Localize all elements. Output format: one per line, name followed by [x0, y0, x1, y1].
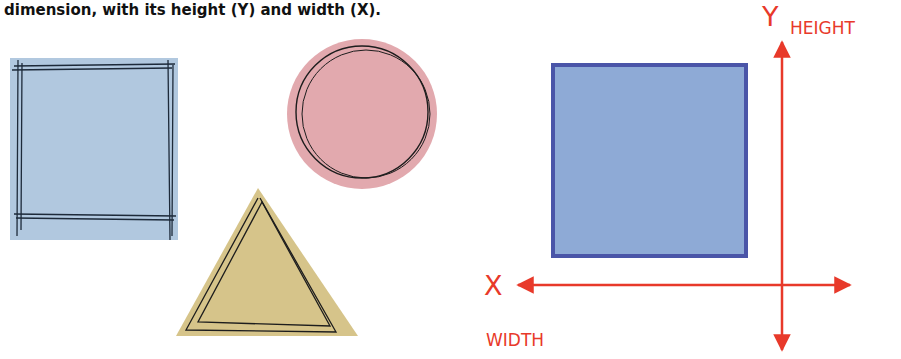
sketch-square — [10, 58, 178, 240]
y-axis — [781, 42, 784, 350]
sketch-triangle — [176, 188, 358, 336]
intro-text: dimension, with its height (Y) and width… — [4, 3, 381, 18]
sketch-circle — [287, 39, 437, 189]
axis-letter: X — [484, 272, 503, 299]
axis-name: HEIGHT — [790, 20, 855, 37]
axis-letter: Y — [762, 3, 779, 30]
clean-square — [553, 65, 746, 256]
x-axis — [518, 284, 850, 287]
axis-name: WIDTH — [486, 332, 544, 349]
